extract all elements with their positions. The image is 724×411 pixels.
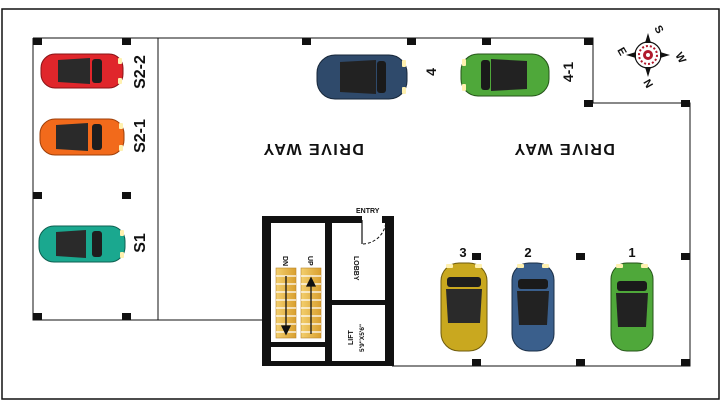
lobby-label: LOBBY [352,256,359,281]
car-s2-2 [40,53,124,89]
car-1 [610,262,654,352]
compass-icon [626,33,670,77]
slot-label-s2-1: S2-1 [132,119,149,153]
car-4 [460,53,550,97]
drive-way-label-right: DRIVE WAY [513,140,615,157]
slot-label-4: 4 [423,68,439,76]
core-wall-left [262,218,271,366]
stair-up-label: UP [306,256,313,266]
lift-top-wall [332,300,385,305]
lift-label: LIFT [348,330,355,345]
car-s1 [38,225,126,263]
core-block: DN UP LOBBY LIFT 5'9"X5'6" ENTRY [262,208,394,366]
stair-arrow-up-icon [305,276,317,334]
compass-s-label: S [651,24,665,36]
core-wall-top [262,216,362,223]
slot-label-s1: S1 [132,233,149,253]
compass-n-label: N [640,78,654,91]
stair-dn-label: DN [281,256,288,266]
slot-label-s2-2: S2-2 [132,55,149,89]
drive-way-label-left: DRIVE WAY [262,140,364,157]
car-navy-top [316,54,408,100]
slot-label-3: 3 [459,245,466,260]
entry-label: ENTRY [356,208,380,215]
lift-size-label: 5'9"X5'6" [359,324,366,352]
car-2 [511,262,555,352]
car-3 [440,262,488,352]
stair-arrow-dn-icon [280,276,292,336]
stair-bottom-wall [271,342,325,347]
core-wall-right [385,218,394,366]
slot-label-4-1: 4-1 [560,62,576,82]
compass-e-label: E [614,46,628,58]
columns [33,38,690,366]
entry-door-icon [361,219,387,245]
compass-w-label: W [672,51,688,67]
slot-label-1: 1 [628,245,635,260]
core-wall-top-right [382,216,394,223]
core-wall-mid [325,223,332,366]
car-s2-1 [39,118,125,156]
outer-border [1,8,720,400]
slot-label-2: 2 [524,245,531,260]
